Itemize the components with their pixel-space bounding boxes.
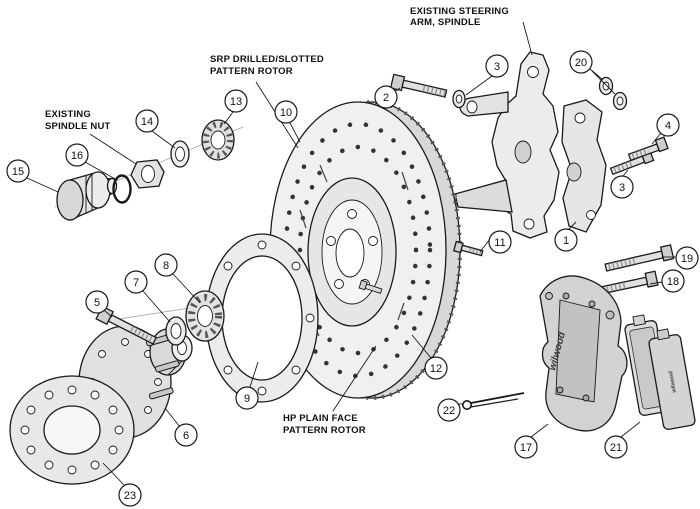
caliper: wilwood <box>539 275 628 432</box>
callout-22: 22 <box>437 398 461 422</box>
svg-text:EXISTING: EXISTING <box>45 109 91 120</box>
rotor-adapter <box>205 233 319 403</box>
callout-leaders <box>26 68 676 486</box>
callout-14: 14 <box>135 109 159 133</box>
callout-3-bolt: 3 <box>610 175 634 199</box>
callout-9: 9 <box>235 386 259 410</box>
rotor-drill-ring-outer <box>283 121 433 379</box>
svg-text:17: 17 <box>520 442 532 454</box>
callout-12: 12 <box>424 356 448 380</box>
bleed-screw <box>545 292 553 300</box>
bolt-4 <box>627 136 669 162</box>
bolt-19 <box>604 244 675 272</box>
rotor-screw <box>358 279 383 294</box>
svg-text:21: 21 <box>610 442 622 454</box>
outer-bearing <box>201 119 235 161</box>
label-srp-rotor: SRP DRILLED/SLOTTED PATTERN ROTOR <box>210 54 324 77</box>
callout-2: 2 <box>374 85 398 109</box>
callout-15: 15 <box>6 159 30 183</box>
bolt-2 <box>389 73 448 98</box>
callout-1: 1 <box>554 228 578 252</box>
svg-text:PATTERN ROTOR: PATTERN ROTOR <box>283 425 366 436</box>
svg-text:3: 3 <box>494 61 500 73</box>
svg-text:3: 3 <box>619 182 625 194</box>
bolt-11 <box>452 240 484 257</box>
svg-text:22: 22 <box>443 405 455 417</box>
svg-text:20: 20 <box>575 57 587 69</box>
svg-text:1: 1 <box>563 235 569 247</box>
steering-arm <box>459 91 509 117</box>
svg-text:11: 11 <box>494 237 505 249</box>
callout-3-washer: 3 <box>485 54 509 78</box>
pad-logo: wilwood <box>668 370 678 393</box>
svg-text:6: 6 <box>183 430 189 442</box>
drive-flange <box>9 375 135 485</box>
label-hp-rotor: HP PLAIN FACE PATTERN ROTOR <box>283 413 366 436</box>
callout-5: 5 <box>85 290 109 314</box>
washer-bolt-2 <box>452 89 466 109</box>
callout-16: 16 <box>65 143 89 167</box>
callout-20: 20 <box>569 50 593 74</box>
callout-7: 7 <box>124 270 148 294</box>
washer-7 <box>165 316 187 346</box>
label-steering-arm: EXISTING STEERING ARM, SPINDLE <box>410 6 509 28</box>
svg-text:HP PLAIN FACE: HP PLAIN FACE <box>283 413 358 424</box>
brake-pads: wilwood <box>624 314 696 430</box>
svg-text:16: 16 <box>71 150 83 162</box>
svg-text:7: 7 <box>133 277 139 289</box>
callout-23: 23 <box>118 483 142 507</box>
flange-holes <box>20 385 124 475</box>
callout-19: 19 <box>675 246 699 270</box>
svg-text:15: 15 <box>12 166 24 178</box>
svg-text:10: 10 <box>280 107 292 119</box>
callout-13: 13 <box>224 89 248 113</box>
callout-4: 4 <box>656 113 680 137</box>
inner-bearing <box>185 290 225 342</box>
label-spindle-nut: EXISTING SPINDLE NUT <box>45 109 111 132</box>
svg-text:23: 23 <box>124 490 136 502</box>
svg-text:2: 2 <box>383 92 389 104</box>
svg-text:PATTERN ROTOR: PATTERN ROTOR <box>210 66 293 77</box>
callout-8: 8 <box>154 253 178 277</box>
svg-text:13: 13 <box>230 96 242 108</box>
callout-21: 21 <box>604 435 628 459</box>
caliper-bracket <box>561 99 607 233</box>
o-ring <box>112 174 132 204</box>
callout-17: 17 <box>514 435 538 459</box>
svg-text:5: 5 <box>94 297 100 309</box>
steering-arm-hole <box>466 100 478 114</box>
rotor-drill-ring-inner <box>297 144 419 356</box>
callout-11: 11 <box>488 230 512 254</box>
rotor-center-bore <box>335 228 365 278</box>
cotter-pin <box>461 392 525 410</box>
callout-18: 18 <box>661 269 685 293</box>
callout-6: 6 <box>174 423 198 447</box>
svg-text:19: 19 <box>681 253 693 265</box>
caliper-window <box>555 299 601 403</box>
inlet-fitting <box>605 310 615 320</box>
svg-text:14: 14 <box>141 116 153 128</box>
svg-text:9: 9 <box>244 393 250 405</box>
svg-text:EXISTING STEERING: EXISTING STEERING <box>410 6 509 17</box>
svg-text:18: 18 <box>667 276 679 288</box>
spindle-washer <box>170 140 190 168</box>
svg-text:12: 12 <box>430 363 442 375</box>
svg-text:SRP DRILLED/SLOTTED: SRP DRILLED/SLOTTED <box>210 54 324 65</box>
callout-10: 10 <box>274 100 298 124</box>
svg-text:ARM, SPINDLE: ARM, SPINDLE <box>410 17 481 28</box>
grease-cap <box>56 171 118 221</box>
svg-text:4: 4 <box>665 120 671 132</box>
svg-text:8: 8 <box>163 260 169 272</box>
spindle-nut <box>130 159 165 189</box>
svg-text:SPINDLE NUT: SPINDLE NUT <box>45 121 111 132</box>
